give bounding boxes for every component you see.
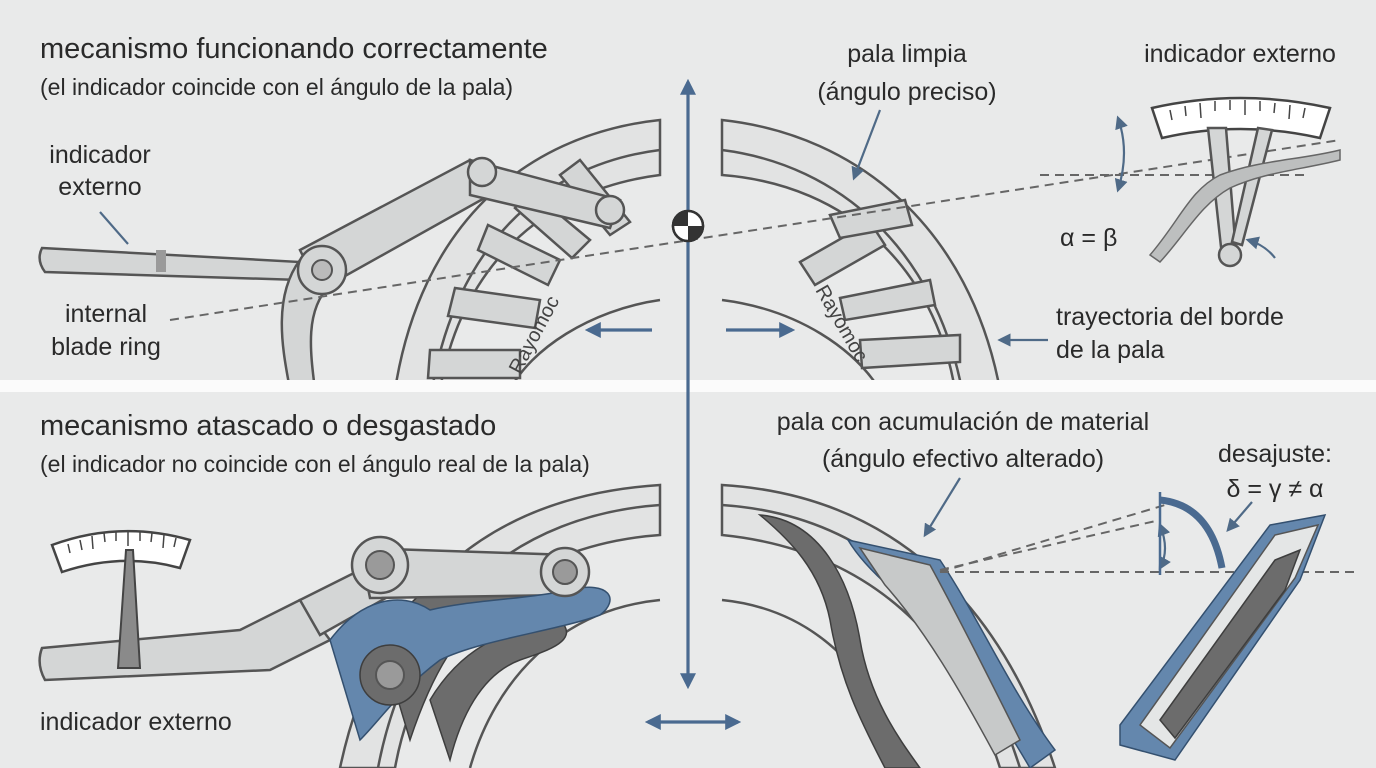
- angle-arc-alpha: [1114, 115, 1128, 193]
- gamma-dashed-line-bottom: [939, 519, 1161, 571]
- label-external-indicator-2: externo: [58, 173, 141, 201]
- angle-arc-gamma: [1157, 522, 1171, 571]
- blade-section-buildup: [1119, 514, 1327, 761]
- bottom-title: mecanismo atascado o desgastado: [40, 410, 496, 442]
- label-internal-ring-1: internal: [65, 300, 147, 328]
- leader-external-indicator: [99, 211, 129, 245]
- gauge-bottom-left: [50, 529, 192, 669]
- pivot-quadrant-1: [673, 211, 688, 226]
- leader-clean-blade: [851, 109, 882, 181]
- label-gauge-title: indicador externo: [1144, 40, 1336, 68]
- label-misalignment-2: δ = γ ≠ α: [1227, 475, 1324, 503]
- gauge-top-right: [1148, 96, 1341, 268]
- label-trajectory-2: de la pala: [1056, 336, 1165, 364]
- label-clean-blade-1: pala limpia: [847, 40, 967, 68]
- linkage-top: [38, 156, 626, 380]
- angle-arc-delta: [1159, 496, 1226, 569]
- leader-buildup: [923, 477, 961, 538]
- top-subtitle: (el indicador coincide con el ángulo de …: [40, 74, 513, 100]
- label-trajectory-1: trayectoria del borde: [1056, 303, 1284, 331]
- indicator-band: [156, 250, 166, 272]
- trajectory-dashed-line: [169, 139, 1341, 321]
- top-title: mecanismo funcionando correctamente: [40, 33, 548, 65]
- label-external-indicator-1: indicador: [49, 141, 150, 169]
- bottom-panel: mecanismo atascado o desgastado (el indi…: [38, 408, 1360, 768]
- leader-misalignment: [1226, 501, 1253, 533]
- blade-ring-top-left: Rayomoc: [395, 118, 662, 380]
- pivot-quadrant-2: [688, 226, 703, 241]
- label-misalignment-1: desajuste:: [1218, 440, 1332, 468]
- linkage-bottom: [38, 535, 611, 742]
- label-external-indicator-bottom: indicador externo: [40, 708, 232, 736]
- blade-ring-bottom-right: [720, 483, 1057, 768]
- label-equation-alpha-beta: α = β: [1060, 224, 1117, 252]
- label-buildup-2: (ángulo efectivo alterado): [822, 445, 1104, 473]
- alpha-dashed-line-bottom: [939, 504, 1166, 573]
- label-buildup-1: pala con acumulación de material: [777, 408, 1149, 436]
- label-internal-ring-2: blade ring: [51, 333, 161, 361]
- label-clean-blade-2: (ángulo preciso): [817, 78, 996, 106]
- top-panel: Rayomoc Rayomoc: [38, 33, 1341, 380]
- bottom-subtitle: (el indicador no coincide con el ángulo …: [40, 451, 590, 477]
